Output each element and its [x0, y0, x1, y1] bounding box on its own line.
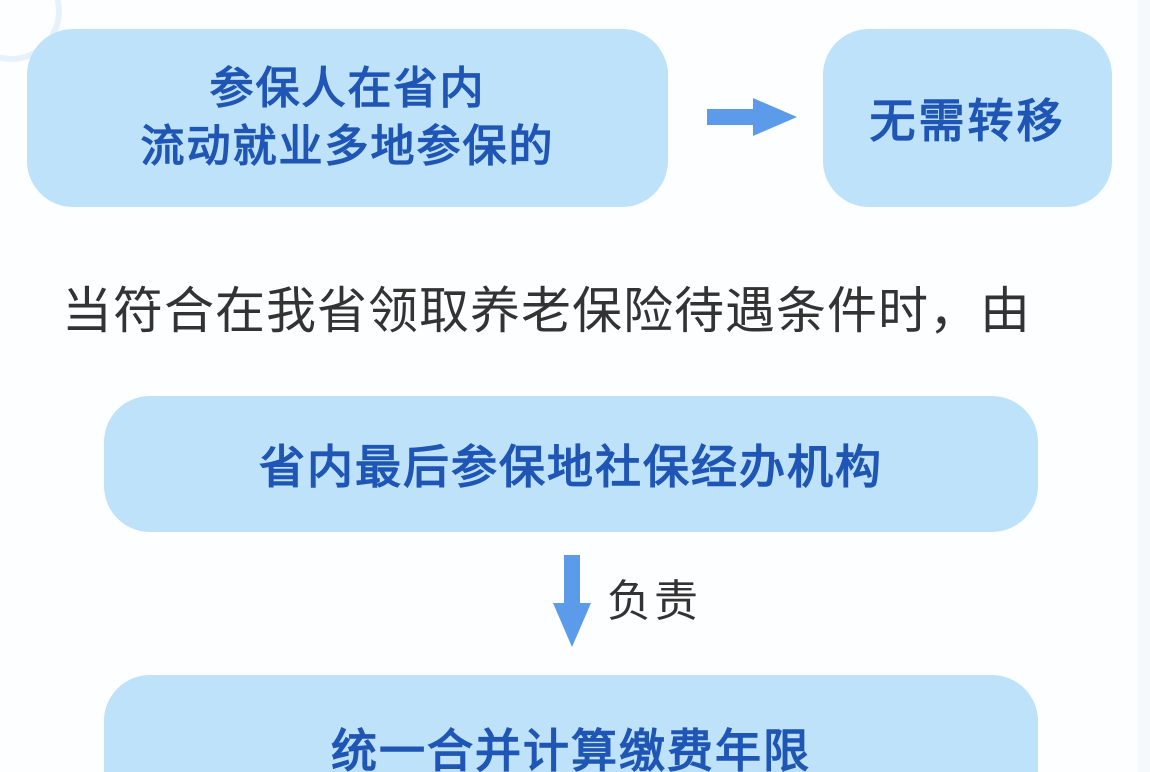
agency-box: 省内最后参保地社保经办机构	[104, 396, 1038, 532]
no-transfer-label: 无需转移	[869, 94, 1066, 148]
no-transfer-box: 无需转移	[823, 29, 1112, 207]
arrow-right-icon	[707, 98, 797, 136]
outcome-box: 统一合并计算缴费年限	[104, 675, 1038, 772]
right-edge-strip	[1138, 0, 1150, 772]
arrow-down-icon	[553, 555, 591, 647]
source-box-line-2: 流动就业多地参保的	[140, 121, 555, 172]
agency-label: 省内最后参保地社保经办机构	[259, 440, 883, 494]
condition-text: 当符合在我省领取养老保险待遇条件时，由	[62, 282, 1031, 340]
responsible-label: 负责	[607, 576, 701, 627]
outcome-label: 统一合并计算缴费年限	[331, 724, 811, 772]
source-condition-box: 参保人在省内 流动就业多地参保的	[27, 29, 668, 207]
source-box-line-1: 参保人在省内	[209, 63, 486, 114]
